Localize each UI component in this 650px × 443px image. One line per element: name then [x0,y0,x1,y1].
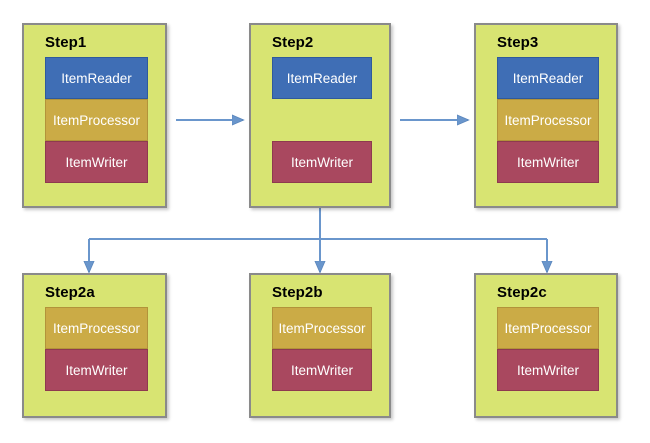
component-stack-step2a: ItemProcessor ItemWriter [45,307,148,391]
component-item-writer-step2c[interactable]: ItemWriter [497,349,599,391]
step-title-step1: Step1 [45,34,87,51]
step-title-step2: Step2 [272,34,314,51]
step-title-step3: Step3 [497,34,539,51]
component-item-reader-step1[interactable]: ItemReader [45,57,148,99]
step-box-step2[interactable]: Step2 ItemReader ItemWriter [249,23,391,208]
component-item-writer-step2[interactable]: ItemWriter [272,141,372,183]
component-stack-step2: ItemReader ItemWriter [272,57,372,183]
component-item-processor-step3[interactable]: ItemProcessor [497,99,599,141]
step-title-step2a: Step2a [45,284,95,301]
component-item-writer-step1[interactable]: ItemWriter [45,141,148,183]
component-item-reader-step3[interactable]: ItemReader [497,57,599,99]
step-box-step2a[interactable]: Step2a ItemProcessor ItemWriter [22,273,167,418]
component-item-writer-step2a[interactable]: ItemWriter [45,349,148,391]
component-stack-step1: ItemReader ItemProcessor ItemWriter [45,57,148,183]
step-title-step2c: Step2c [497,284,547,301]
component-item-processor-step1[interactable]: ItemProcessor [45,99,148,141]
component-item-writer-step2b[interactable]: ItemWriter [272,349,372,391]
component-stack-step2b: ItemProcessor ItemWriter [272,307,372,391]
component-stack-step2c: ItemProcessor ItemWriter [497,307,599,391]
component-item-processor-step2a[interactable]: ItemProcessor [45,307,148,349]
step-box-step1[interactable]: Step1 ItemReader ItemProcessor ItemWrite… [22,23,167,208]
component-item-writer-step3[interactable]: ItemWriter [497,141,599,183]
step-box-step2b[interactable]: Step2b ItemProcessor ItemWriter [249,273,391,418]
component-item-processor-step2c[interactable]: ItemProcessor [497,307,599,349]
component-stack-step3: ItemReader ItemProcessor ItemWriter [497,57,599,183]
step-box-step3[interactable]: Step3 ItemReader ItemProcessor ItemWrite… [474,23,618,208]
component-item-reader-step2[interactable]: ItemReader [272,57,372,99]
component-item-processor-step2b[interactable]: ItemProcessor [272,307,372,349]
step-title-step2b: Step2b [272,284,323,301]
component-processor-gap-step2 [272,99,372,141]
step-box-step2c[interactable]: Step2c ItemProcessor ItemWriter [474,273,618,418]
